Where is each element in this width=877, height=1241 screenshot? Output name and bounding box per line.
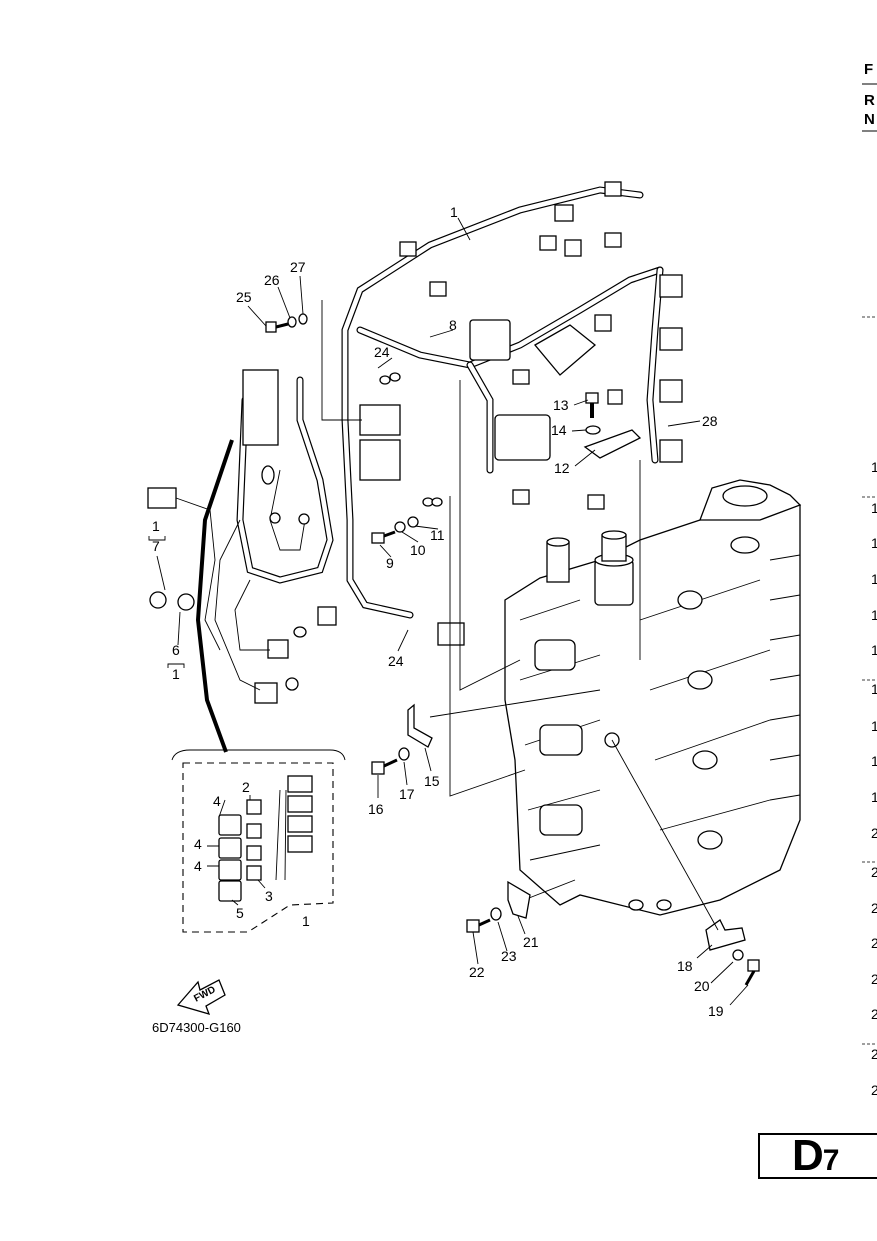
badge-number: 7 bbox=[822, 1144, 840, 1177]
callout: 16 bbox=[368, 801, 384, 817]
callout: 5 bbox=[236, 905, 244, 921]
callout: 24 bbox=[374, 344, 390, 360]
callout: 1 bbox=[450, 204, 458, 220]
wire-harness bbox=[147, 181, 683, 753]
leader-lines bbox=[148, 217, 749, 1006]
callout: 22 bbox=[469, 964, 485, 980]
callout: 17 bbox=[399, 786, 415, 802]
edge-num: 2 bbox=[871, 900, 877, 916]
callout: 24 bbox=[388, 653, 404, 669]
callout: 7 bbox=[152, 538, 160, 554]
edge-num: 1 bbox=[871, 607, 877, 623]
edge-num: 1 bbox=[871, 642, 877, 658]
callout: 1 bbox=[302, 913, 310, 929]
callout: 18 bbox=[677, 958, 693, 974]
edge-num: 2 bbox=[871, 825, 877, 841]
edge-num: 1 bbox=[871, 535, 877, 551]
callout-labels: 1 24 8 27 26 25 13 28 14 12 11 10 9 7 1 … bbox=[152, 204, 724, 1019]
callout: 10 bbox=[410, 542, 426, 558]
badge-letter: D bbox=[792, 1131, 824, 1180]
edge-num: 2 bbox=[871, 864, 877, 880]
callout: 4 bbox=[194, 836, 202, 852]
callout: 6 bbox=[172, 642, 180, 658]
forward-arrow-icon: FWD bbox=[176, 979, 226, 1015]
edge-num: 1 bbox=[871, 789, 877, 805]
callout: 15 bbox=[424, 773, 440, 789]
callout: 8 bbox=[449, 317, 457, 333]
callout: 14 bbox=[551, 422, 567, 438]
engine-block bbox=[504, 479, 802, 916]
header-letter-1: F bbox=[864, 61, 873, 78]
callout: 21 bbox=[523, 934, 539, 950]
callout: 1 bbox=[152, 518, 160, 534]
callout: 23 bbox=[501, 948, 517, 964]
edge-num: 2 bbox=[871, 1046, 877, 1062]
callout: 20 bbox=[694, 978, 710, 994]
edge-num: 1 bbox=[871, 571, 877, 587]
edge-num: 2 bbox=[871, 1006, 877, 1022]
callout: 13 bbox=[553, 397, 569, 413]
callout: 19 bbox=[708, 1003, 724, 1019]
edge-num: 2 bbox=[871, 935, 877, 951]
header-letter-3: N bbox=[864, 111, 875, 128]
edge-num: 1 bbox=[871, 681, 877, 697]
page-badge bbox=[758, 1133, 877, 1179]
callout: 3 bbox=[265, 888, 273, 904]
callout: 25 bbox=[236, 289, 252, 305]
header-letter-2: R bbox=[864, 92, 875, 109]
callout: 2 bbox=[242, 779, 250, 795]
callout: 12 bbox=[554, 460, 570, 476]
right-edge-column: 1 1 1 1 1 1 1 1 1 1 2 2 2 2 2 2 2 2 bbox=[862, 459, 877, 1098]
callout: 4 bbox=[213, 793, 221, 809]
callout: 4 bbox=[194, 858, 202, 874]
callout: 28 bbox=[702, 413, 718, 429]
edge-num: 2 bbox=[871, 971, 877, 987]
relay-inset bbox=[171, 749, 346, 933]
edge-num: 1 bbox=[871, 718, 877, 734]
edge-num: 1 bbox=[871, 500, 877, 516]
callout: 11 bbox=[430, 527, 445, 543]
page-badge-label: D7 bbox=[792, 1131, 840, 1181]
edge-num: 1 bbox=[871, 459, 877, 475]
callout: 26 bbox=[264, 272, 280, 288]
hardware-parts bbox=[265, 313, 760, 986]
right-edge-header: F R N bbox=[862, 61, 877, 318]
callout: 27 bbox=[290, 259, 306, 275]
drawing-code: 6D74300-G160 bbox=[152, 1020, 241, 1035]
edge-num: 1 bbox=[871, 753, 877, 769]
edge-num: 2 bbox=[871, 1082, 877, 1098]
callout: 9 bbox=[386, 555, 394, 571]
callout: 1 bbox=[172, 666, 180, 682]
